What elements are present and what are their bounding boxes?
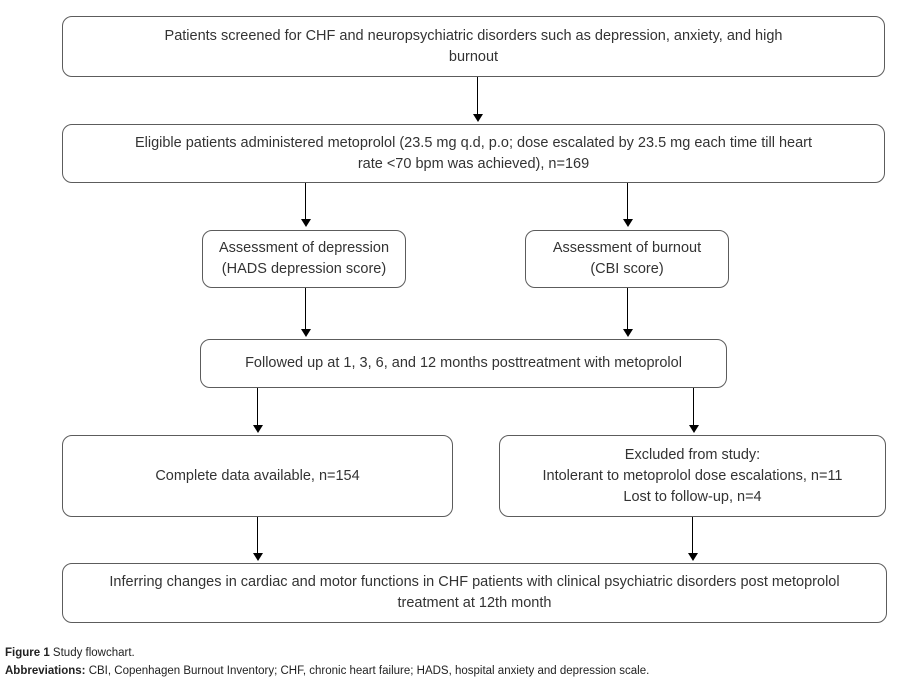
node-inference: Inferring changes in cardiac and motor f…: [62, 563, 887, 623]
arrow-followup-to-excluded: [688, 388, 699, 433]
abbreviations-label: Abbreviations:: [5, 665, 86, 677]
node-assessment-depression: Assessment of depression (HADS depressio…: [202, 230, 406, 288]
figure-caption-text: Study flowchart.: [49, 647, 135, 659]
node-excluded: Excluded from study: Intolerant to metop…: [499, 435, 886, 517]
figure-caption: Figure 1 Study flowchart.: [5, 646, 135, 660]
abbreviations-text: CBI, Copenhagen Burnout Inventory; CHF, …: [85, 665, 650, 677]
arrow-eligible-to-burnout: [622, 183, 633, 227]
node-followup: Followed up at 1, 3, 6, and 12 months po…: [200, 339, 727, 388]
node-complete-data: Complete data available, n=154: [62, 435, 453, 517]
arrow-screened-to-eligible: [472, 77, 483, 122]
figure-abbreviations: Abbreviations: CBI, Copenhagen Burnout I…: [5, 664, 649, 678]
arrow-burnout-to-followup: [622, 288, 633, 337]
node-screened: Patients screened for CHF and neuropsych…: [62, 16, 885, 77]
arrow-complete-to-inference: [252, 517, 263, 561]
figure-caption-label: Figure 1: [5, 647, 50, 659]
node-eligible: Eligible patients administered metoprolo…: [62, 124, 885, 183]
arrow-excluded-to-inference: [687, 517, 698, 561]
arrow-depression-to-followup: [300, 288, 311, 337]
arrow-followup-to-complete: [252, 388, 263, 433]
node-assessment-burnout: Assessment of burnout (CBI score): [525, 230, 729, 288]
arrow-eligible-to-depression: [300, 183, 311, 227]
